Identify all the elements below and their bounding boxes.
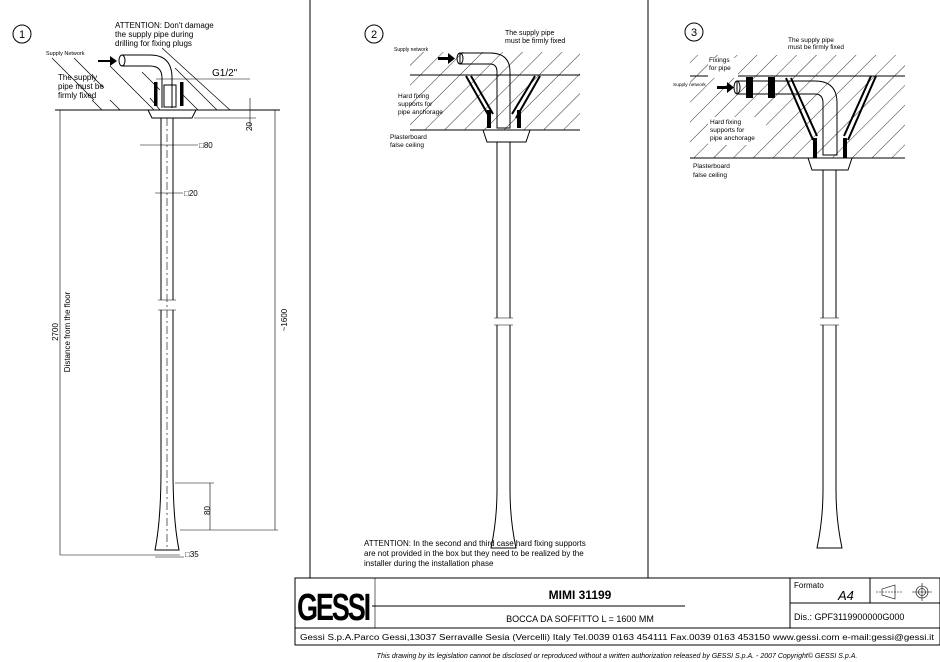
- label: Hard fixing: [398, 93, 429, 100]
- thread-label: G1/2": [212, 68, 238, 79]
- hard-fixing-support: [465, 75, 541, 119]
- attention-note: ATTENTION: In the second and third case …: [364, 539, 586, 548]
- fixing-plug: [154, 82, 158, 106]
- attention-text: drilling for fixing plugs: [115, 39, 192, 48]
- escutcheon: [482, 129, 531, 143]
- step-number: 3: [691, 27, 697, 39]
- label-bg: [708, 117, 766, 145]
- step-number: 2: [371, 29, 377, 41]
- panel-3: 3 The supply pipe must be firmly fixed F…: [673, 22, 905, 549]
- label: The supply: [58, 73, 97, 82]
- arrow-icon: [98, 56, 117, 66]
- title-block: GESSI MIMI 31199 BOCCA DA SOFFITTO L = 1…: [294, 577, 940, 660]
- attention-note: are not provided in the box but they nee…: [364, 549, 584, 558]
- supply-pipe: [459, 52, 511, 129]
- label: must be firmly fixed: [788, 44, 844, 51]
- product-description: BOCCA DA SOFFITTO L = 1600 MM: [506, 614, 654, 624]
- company-address: Gessi S.p.A.Parco Gessi,13037 Serravalle…: [300, 632, 935, 642]
- label: Plasterboard: [693, 163, 730, 170]
- pipe-fixing: [768, 77, 775, 98]
- projection-symbol-icon: [876, 583, 932, 601]
- attention-note: installer during the installation phase: [364, 559, 494, 568]
- label: false ceiling: [390, 142, 424, 149]
- label: pipe must be: [58, 82, 104, 91]
- dimension-label: 20: [245, 122, 254, 131]
- escutcheon: [147, 109, 197, 119]
- label: pipe anchorage: [710, 135, 755, 142]
- format-label: Formato: [794, 581, 824, 590]
- label: for pipe: [709, 65, 731, 72]
- label: supports for: [398, 101, 433, 108]
- spout: [154, 118, 180, 551]
- label: The supply pipe: [505, 30, 555, 37]
- spout: [816, 170, 843, 549]
- dimension-label: ~1600: [280, 308, 289, 331]
- supply-network-label: Supply network: [673, 82, 706, 88]
- fixing-plug: [180, 82, 184, 106]
- label: firmly fixed: [58, 91, 96, 100]
- supply-pipe: [736, 80, 838, 156]
- drawing-number: Dis.: GPF3119900000G000: [794, 612, 904, 622]
- fixing-plug: [517, 110, 521, 128]
- label: Fixings: [709, 57, 730, 64]
- fitting: [163, 84, 177, 108]
- step-number-circle: [12, 24, 32, 44]
- ceiling-hatching: [410, 52, 580, 130]
- label-bg: [708, 58, 738, 78]
- copyright-notice: This drawing by its legislation cannot b…: [377, 652, 858, 660]
- arrow-icon: [717, 82, 734, 93]
- pipe-fixing: [746, 77, 753, 98]
- label: The supply pipe: [788, 37, 834, 44]
- step-number-circle: [684, 22, 704, 42]
- dimension-label: Distance from the floor: [63, 291, 72, 372]
- dimension-label: 2700: [51, 323, 60, 341]
- supply-network-label: Supply Network: [46, 51, 85, 57]
- label: pipe anchorage: [398, 109, 443, 116]
- fixing-plug: [843, 138, 847, 158]
- fixing-plug: [813, 138, 817, 158]
- label: must be firmly fixed: [505, 38, 565, 45]
- product-title: MIMI 31199: [549, 588, 612, 602]
- label: supports for: [710, 127, 745, 134]
- hard-fixing-support: [785, 75, 877, 141]
- pipe-end: [118, 54, 126, 67]
- label: Hard fixing: [710, 119, 741, 126]
- step-number-circle: [364, 24, 384, 44]
- escutcheon: [807, 157, 853, 171]
- fixing-plug: [487, 110, 491, 128]
- attention-text: the supply pipe during: [115, 30, 193, 39]
- dimension-label: □35: [185, 550, 199, 559]
- gessi-logo: GESSI: [297, 587, 370, 629]
- panel-1: 1 ATTENTION: Don't damage the supply pip…: [12, 21, 289, 559]
- pipe-end: [456, 52, 464, 65]
- dimension-label: 80: [203, 506, 212, 515]
- dimension-label: □20: [184, 189, 198, 198]
- panel-2: 2 The supply pipe must be firmly fixed S…: [364, 24, 586, 568]
- title-block-frame: [294, 577, 940, 646]
- supply-pipe: [122, 54, 173, 108]
- dimension-label: □80: [199, 141, 213, 150]
- attention-text: ATTENTION: Don't damage: [115, 21, 214, 30]
- label: Plasterboard: [390, 134, 427, 141]
- step-number: 1: [19, 29, 25, 41]
- format-value: A4: [837, 588, 854, 603]
- arrow-icon: [438, 53, 455, 64]
- label: false ceiling: [693, 172, 727, 179]
- supply-network-label: Supply network: [394, 47, 429, 53]
- spout: [490, 142, 517, 549]
